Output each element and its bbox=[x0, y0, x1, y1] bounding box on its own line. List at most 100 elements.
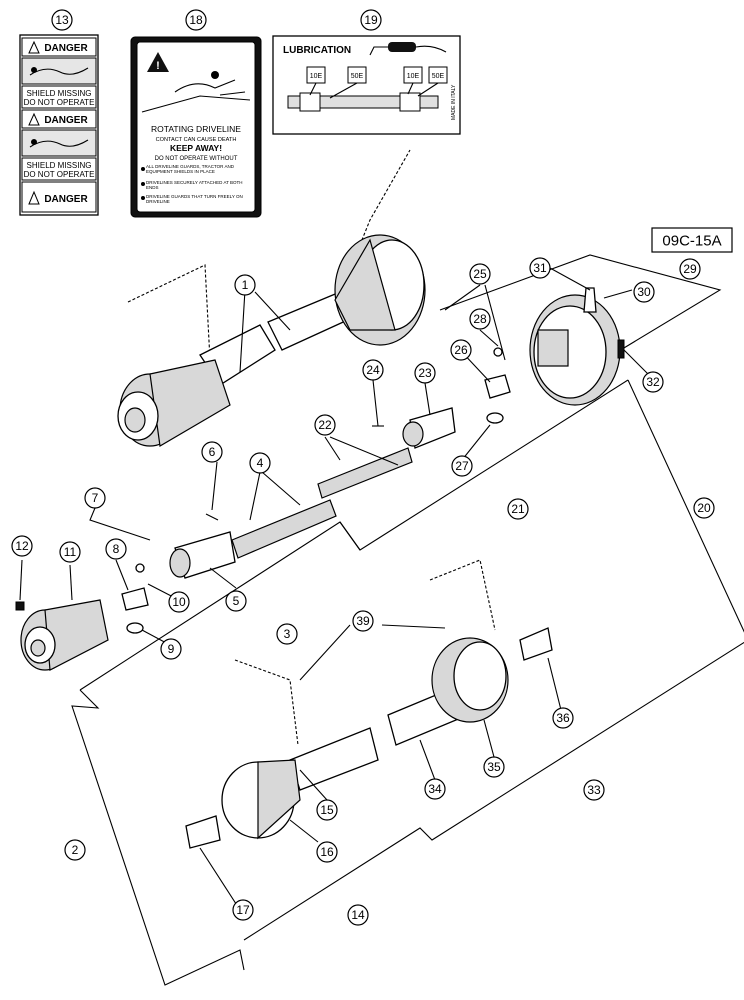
callout-5: 5 bbox=[225, 590, 247, 612]
decal-18-bullet-3: DRIVELINE GUARDS THAT TURN FREELY ON DRI… bbox=[146, 194, 243, 204]
bracket-group-2-14 bbox=[71, 689, 245, 986]
svg-text:2: 2 bbox=[72, 843, 79, 857]
callout-21: 21 bbox=[507, 498, 529, 520]
driveline-illustration bbox=[287, 82, 439, 112]
tube-22 bbox=[317, 447, 413, 499]
grease-fitting-31 bbox=[583, 287, 597, 313]
decal-18-keep-away: KEEP AWAY! bbox=[170, 143, 222, 153]
svg-text:1: 1 bbox=[242, 278, 249, 292]
svg-text:17: 17 bbox=[236, 903, 250, 917]
danger-strip-2: DANGER bbox=[21, 109, 97, 129]
lubrication-title: LUBRICATION bbox=[283, 45, 351, 56]
svg-text:28: 28 bbox=[473, 312, 487, 326]
svg-text:!: ! bbox=[156, 60, 160, 72]
danger-text-3: DANGER bbox=[44, 194, 88, 205]
cross-26 bbox=[484, 374, 511, 399]
callout-28: 28 bbox=[469, 308, 491, 330]
svg-text:32: 32 bbox=[646, 375, 660, 389]
callout-14: 14 bbox=[347, 904, 369, 926]
callout-30: 30 bbox=[633, 281, 655, 303]
bracket-group-20-33 bbox=[243, 379, 744, 941]
svg-text:3: 3 bbox=[284, 627, 291, 641]
diagram-code: 09C-15A bbox=[662, 233, 721, 250]
pin-12 bbox=[15, 601, 25, 611]
callout-27: 27 bbox=[451, 455, 473, 477]
bearing-17 bbox=[185, 815, 221, 849]
svg-text:19: 19 bbox=[364, 13, 378, 27]
svg-text:26: 26 bbox=[454, 343, 468, 357]
leader-lines bbox=[19, 267, 653, 911]
svg-text:33: 33 bbox=[587, 783, 601, 797]
svg-text:22: 22 bbox=[318, 418, 332, 432]
right-yoke bbox=[529, 287, 625, 406]
callout-13: 13 bbox=[51, 9, 73, 31]
svg-text:21: 21 bbox=[511, 502, 525, 516]
lube-tags: 10E 50E 10E 50E bbox=[306, 66, 448, 84]
yoke-bell-11 bbox=[15, 599, 109, 671]
danger-strip-3: DANGER bbox=[21, 181, 97, 213]
callout-12: 12 bbox=[11, 535, 33, 557]
danger-strip-1: DANGER bbox=[21, 37, 97, 57]
svg-text:13: 13 bbox=[55, 13, 69, 27]
callout-18: 18 bbox=[185, 9, 207, 31]
danger-text-1: DANGER bbox=[44, 43, 88, 54]
bearing-36 bbox=[519, 627, 553, 661]
svg-text:18: 18 bbox=[189, 13, 203, 27]
callout-1: 1 bbox=[234, 274, 256, 296]
decal-18-bullet-2: DRIVELINES SECURELY ATTACHED AT BOTH END… bbox=[146, 180, 243, 190]
callout-39: 39 bbox=[352, 610, 374, 632]
lube-tag-3: 10E bbox=[407, 73, 420, 80]
cross-8 bbox=[121, 587, 149, 611]
chain-left bbox=[127, 264, 211, 361]
callout-20: 20 bbox=[693, 497, 715, 519]
snap-ring-9 bbox=[126, 622, 144, 634]
svg-text:36: 36 bbox=[556, 711, 570, 725]
shield-missing-strip-2: SHIELD MISSING DO NOT OPERATE bbox=[21, 157, 97, 181]
chain-39-left bbox=[234, 659, 299, 746]
decal-13: DANGER SHIELD MISSING DO NOT OPERATE DAN… bbox=[19, 34, 99, 216]
svg-text:23: 23 bbox=[418, 366, 432, 380]
callout-3: 3 bbox=[276, 623, 298, 645]
callout-36: 36 bbox=[552, 707, 574, 729]
callout-9: 9 bbox=[160, 638, 182, 660]
svg-text:4: 4 bbox=[257, 456, 264, 470]
callout-11: 11 bbox=[59, 541, 81, 563]
bracket-group-29 bbox=[439, 254, 722, 361]
decal-19: LUBRICATION 10E 50E 10E 50E MADE IN ITAL… bbox=[272, 35, 461, 135]
svg-text:14: 14 bbox=[351, 908, 365, 922]
callout-15: 15 bbox=[316, 799, 338, 821]
svg-text:39: 39 bbox=[356, 614, 370, 628]
svg-text:24: 24 bbox=[366, 363, 380, 377]
callout-17: 17 bbox=[232, 899, 254, 921]
svg-text:35: 35 bbox=[487, 760, 501, 774]
callout-4: 4 bbox=[249, 452, 271, 474]
decal-18-title: ROTATING DRIVELINE bbox=[151, 124, 241, 134]
decal-18-contact: CONTACT CAN CAUSE DEATH bbox=[156, 137, 237, 143]
shield-missing-text-1: SHIELD MISSING bbox=[27, 89, 92, 98]
decal-18: ! ROTATING DRIVELINE CONTACT CAN CAUSE D… bbox=[130, 36, 262, 218]
danger-text-2: DANGER bbox=[44, 115, 88, 126]
callout-35: 35 bbox=[483, 756, 505, 778]
callout-24: 24 bbox=[362, 359, 384, 381]
svg-text:7: 7 bbox=[92, 491, 99, 505]
svg-text:8: 8 bbox=[113, 542, 120, 556]
svg-text:11: 11 bbox=[64, 545, 77, 559]
cross-kit-lower bbox=[121, 563, 149, 634]
callout-33: 33 bbox=[583, 779, 605, 801]
callout-25: 25 bbox=[469, 263, 491, 285]
callout-26: 26 bbox=[450, 339, 472, 361]
svg-text:25: 25 bbox=[473, 267, 487, 281]
pin-32 bbox=[617, 339, 625, 359]
danger-pictogram-1 bbox=[21, 57, 97, 85]
svg-text:30: 30 bbox=[637, 285, 651, 299]
cross-kit-upper bbox=[402, 347, 511, 449]
svg-text:5: 5 bbox=[233, 594, 240, 608]
decal-18-do-not-operate: DO NOT OPERATE WITHOUT bbox=[155, 156, 238, 162]
callout-31: 31 bbox=[529, 257, 551, 279]
shield-missing-text-2: SHIELD MISSING bbox=[27, 161, 92, 170]
callout-32: 32 bbox=[642, 371, 664, 393]
svg-text:16: 16 bbox=[320, 845, 334, 859]
tube-15 bbox=[289, 727, 379, 791]
svg-text:31: 31 bbox=[533, 261, 547, 275]
